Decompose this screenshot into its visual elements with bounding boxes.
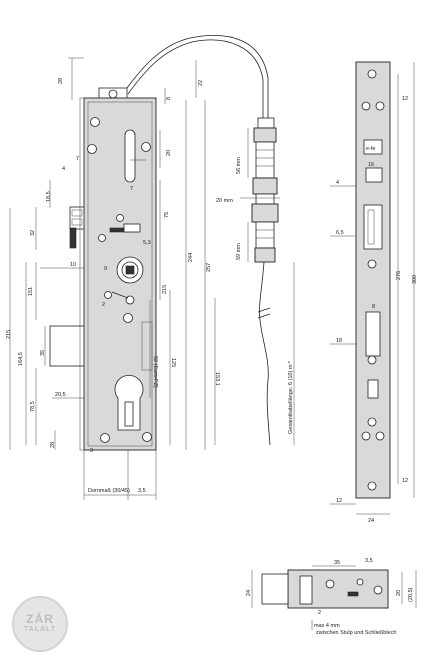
dim-b20-5: (20,5) [408,587,414,602]
dim-3-5: 3,5 [138,488,146,494]
dim-22: 22 [198,80,204,86]
dim-r18: 18 [336,338,342,344]
watermark-text-bottom: TALÁLT [23,626,57,633]
lock-front-view [49,35,269,451]
dim-b35: 35 [334,560,340,566]
dim-257: 257 [206,263,212,272]
dim-r12a: 12 [402,96,408,102]
dim-6-5: 6,5 [336,230,344,236]
watermark-logo: ZÁR TALÁLT [12,596,68,652]
dim-20mm: 20 mm [216,198,233,204]
max-gap-label: max 4 mm [314,623,340,629]
dim-r4: 4 [336,180,339,186]
dim-r24: 24 [368,518,374,524]
dim-7a: 7 [76,156,79,162]
strike-plate-detail: 35 3,5 24 20 (20,5) 2 max 4 mm zwischen … [246,558,417,636]
dim-92-euro: 92 (Euro-PZ) [152,356,158,388]
dim-16: 16 [368,162,374,168]
dim-b20: 20 [396,590,402,596]
dim-276: 276 [396,271,402,280]
dim-215: 215 [162,285,168,294]
dim-28: 28 [58,78,64,84]
dim-5-3: 5,3 [143,240,151,246]
dim-3: 3 [90,448,93,454]
dim-164-5: 164,5 [18,352,24,366]
dim-18-5: 18,5 [46,191,52,202]
brand-logo: e-fe [366,146,375,152]
dim-b2: 2 [318,610,321,616]
watermark-text-top: ZÁR [26,612,54,626]
cable-connector: 56 mm 20 mm 59 mm Gesamtkabellänge: 6 (1… [216,117,295,446]
dim-r12: 12 [336,498,342,504]
dim-300: 300 [412,275,418,284]
dead-bolt [49,325,85,367]
dim-9: 9 [104,266,107,272]
gap-note: zwischen Stulp und Schließblech [316,630,396,636]
faceplate-view: e-fe 16 4 6,5 276 300 8 18 12 12 12 24 [330,61,418,524]
dim-20-5: 20,5 [55,392,66,398]
dim-35: 35 [40,350,46,356]
dim-125: 125 [170,358,176,367]
dim-8: 8 [166,97,172,100]
dim-b3-5: 3,5 [365,558,373,564]
dornmass-label: Dornmaß (30/45) [88,488,130,494]
dim-10: 10 [70,262,76,268]
dim-4: 4 [62,166,65,172]
dim-78-5: 78,5 [30,401,36,412]
dim-7b: 7 [130,186,133,192]
faceplate [355,61,391,499]
dim-2: 2 [102,302,105,308]
cable-length: Gesamtkabellänge: 6 (10) m * [288,360,294,434]
dim-215b: 215 [6,330,12,339]
dim-r12b: 12 [402,478,408,484]
dim-r8: 8 [372,304,375,310]
dim-32: 32 [30,230,36,236]
dim-b24: 24 [246,590,252,596]
dim-28b: 28 [50,442,56,448]
dim-56mm: 56 mm [236,157,242,174]
dim-59mm: 59 mm [236,243,242,260]
dim-153-1: 153,1 [214,372,220,386]
dim-20a: 20 [166,150,172,156]
dim-75: 75 [164,212,170,218]
dim-244: 244 [188,253,194,262]
front-dimensions: 28 22 8 20 7 7 4 18,5 32 75 5,3 9 10 215… [6,57,220,500]
dim-151: 151 [28,287,34,296]
